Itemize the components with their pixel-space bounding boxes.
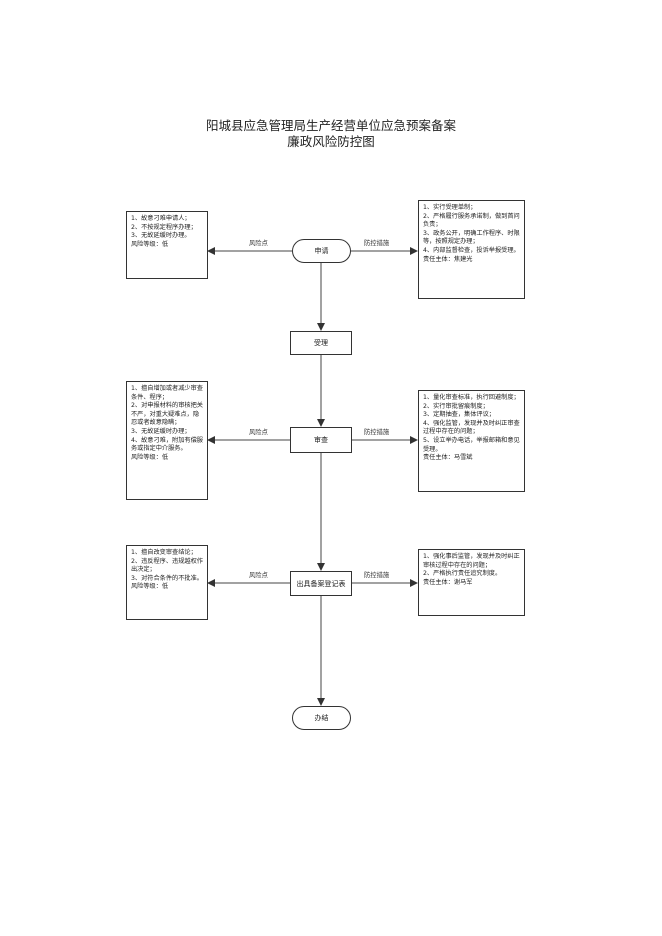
risk-level: 风险等级：低: [131, 240, 169, 248]
label-risk-point-3: 风险点: [249, 572, 268, 579]
risk-level: 风险等级：低: [131, 583, 169, 591]
measure-item: 2、实行审批留痕制度；: [423, 402, 489, 410]
diagram-title-line1: 阳城县应急管理局生产经营单位应急预案备案: [205, 118, 456, 133]
label-prevention-2: 防控措施: [364, 429, 390, 436]
responsible-person: 责任主体：谢马军: [423, 578, 473, 586]
measure-box-apply: 1、实行受理单制； 2、严格履行服务承诺制，做到首问负责； 3、政务公开，明确工…: [418, 200, 525, 299]
measure-item: 2、严格执行责任追究制度。: [423, 570, 502, 578]
risk-item: 2、违反程序、违规越权作出决定；: [131, 557, 203, 574]
measure-box-review: 1、量化审查标准，执行回避制度； 2、实行审批留痕制度； 3、定期抽查，集体评议…: [418, 390, 525, 492]
risk-item: 3、无故延缓时办理。: [131, 232, 191, 240]
node-review: 审查: [290, 427, 352, 453]
label-prevention-1: 防控措施: [364, 240, 390, 247]
risk-item: 1、擅自增加或者减少审查条件、程序；: [131, 385, 203, 401]
label-risk-point-1: 风险点: [249, 240, 268, 247]
measure-item: 4、强化监管，发现并及时纠正审查过程中存在的问题；: [423, 419, 520, 436]
responsible-person: 责任主体：焦建光: [423, 255, 473, 263]
risk-item: 2、不按规定程序办理；: [131, 223, 197, 231]
node-complete: 办结: [292, 706, 351, 730]
label-prevention-3: 防控措施: [364, 572, 390, 579]
risk-box-apply: 1、故意刁难申请人； 2、不按规定程序办理； 3、无故延缓时办理。 风险等级：低: [126, 211, 208, 279]
node-issue-record: 出具备案登记表: [290, 571, 352, 596]
node-accept: 受理: [290, 331, 352, 355]
risk-item: 4、故意刁难，附加有偿服务或指定中介服务。: [131, 436, 203, 453]
diagram-title-line2: 廉政风险防控图: [287, 134, 375, 149]
measure-item: 1、强化事后监管，发现并及时纠正审核过程中存在的问题；: [423, 553, 520, 569]
risk-level: 风险等级：低: [131, 453, 169, 461]
risk-box-review: 1、擅自增加或者减少审查条件、程序； 2、对申报材料的审核把关不严，对重大疑难点…: [126, 381, 208, 500]
risk-item: 2、对申报材料的审核把关不严，对重大疑难点，隐忍或者故意隐瞒；: [131, 402, 203, 427]
risk-box-issue: 1、擅自改变审查结论； 2、违反程序、违规越权作出决定； 3、对符合条件的不批准…: [126, 545, 208, 620]
measure-item: 3、定期抽查，集体评议；: [423, 411, 495, 419]
measure-item: 5、设立举办电话，举报邮箱和意见受理。: [423, 436, 520, 453]
label-risk-point-2: 风险点: [249, 429, 268, 436]
risk-item: 3、对符合条件的不批准。: [131, 574, 203, 582]
measure-item: 2、严格履行服务承诺制，做到首问负责；: [423, 212, 520, 229]
node-apply: 申请: [292, 239, 351, 263]
risk-item: 1、故意刁难申请人；: [131, 215, 191, 222]
measure-item: 3、政务公开，明确工作程序、时限等，按照规定办理；: [423, 229, 520, 246]
responsible-person: 责任主体：马雪斌: [423, 454, 473, 462]
measure-item: 1、实行受理单制；: [423, 204, 477, 211]
measure-box-issue: 1、强化事后监管，发现并及时纠正审核过程中存在的问题； 2、严格执行责任追究制度…: [418, 549, 525, 616]
risk-item: 3、无故延缓时办理；: [131, 427, 191, 435]
risk-item: 1、擅自改变审查结论；: [131, 549, 197, 556]
measure-item: 4、内部监督检查，投诉举报受理。: [423, 246, 520, 254]
measure-item: 1、量化审查标准，执行回避制度；: [423, 394, 520, 401]
